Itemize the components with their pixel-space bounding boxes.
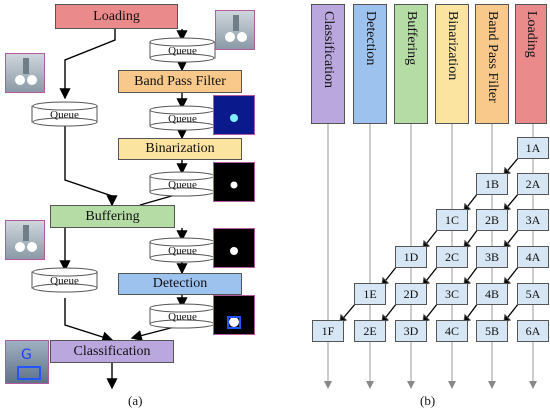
queue-label-left-2: Queue <box>50 275 79 287</box>
pipeline-cell: 5B <box>476 320 508 342</box>
pipeline-cell: 2E <box>354 320 386 342</box>
pipeline-cell: 2A <box>517 173 549 195</box>
column-loading-label: Loading <box>524 11 539 58</box>
pipeline-cell: 3D <box>395 320 427 342</box>
pipeline-cell: 1F <box>312 320 344 342</box>
bandpass-output-thumbnail <box>213 95 255 135</box>
queue-label-2: Queue <box>168 113 197 125</box>
sign-photo-thumbnail-left <box>5 53 45 93</box>
queue-label-4: Queue <box>168 245 197 257</box>
classified-sign-thumbnail: G <box>5 340 49 384</box>
sign-photo-thumbnail-buffer <box>5 220 45 260</box>
pipeline-cell: 1C <box>436 209 468 231</box>
stage-classification: Classification <box>50 340 174 363</box>
queue-cylinders <box>31 37 216 329</box>
pipeline-cell: 3A <box>517 209 549 231</box>
pipeline-cell: 3C <box>436 283 468 305</box>
column-bandpass-label: Band Pass Filter <box>485 11 500 103</box>
stage-detection: Detection <box>118 273 242 295</box>
timeline-arrowhead <box>488 381 496 389</box>
timeline-arrowhead <box>407 381 415 389</box>
column-binarization-label: Binarization <box>445 11 460 81</box>
timeline-arrowhead <box>448 381 456 389</box>
stage-loading-label: Loading <box>93 8 140 24</box>
column-bandpass: Band Pass Filter <box>475 4 509 124</box>
sign-photo-thumbnail <box>215 10 255 50</box>
svg-text:G: G <box>21 347 32 363</box>
pipeline-cell: 4B <box>476 283 508 305</box>
panel-a-caption: (a) <box>128 393 143 408</box>
panel-b-caption: (b) <box>420 393 436 408</box>
stage-binarization: Binarization <box>118 138 242 160</box>
timeline-arrowhead <box>324 381 332 389</box>
timeline-arrowhead <box>366 381 374 389</box>
stage-binarization-label: Binarization <box>145 141 215 156</box>
pipeline-cell: 2C <box>436 246 468 268</box>
stage-classification-label: Classification <box>73 343 151 359</box>
stage-detection-label: Detection <box>152 276 208 291</box>
stage-bandpass: Band Pass Filter <box>118 70 242 93</box>
queue-label-5: Queue <box>168 311 197 323</box>
stage-bandpass-label: Band Pass Filter <box>134 73 226 89</box>
column-classification-label: Classification <box>321 11 336 88</box>
pipeline-cell: 3B <box>476 246 508 268</box>
pipeline-cell: 2B <box>476 209 508 231</box>
pipeline-cell: 1D <box>395 246 427 268</box>
stage-buffering-label: Buffering <box>85 208 140 224</box>
pipeline-cell: 1E <box>354 283 386 305</box>
pipeline-cell: 6A <box>517 320 549 342</box>
column-detection-label: Detection <box>363 11 378 66</box>
stage-loading: Loading <box>55 4 178 29</box>
pipeline-cell: 5A <box>517 283 549 305</box>
queue-label-1: Queue <box>168 45 197 57</box>
pipeline-cell: 2D <box>395 283 427 305</box>
timeline-arrowhead <box>529 381 537 389</box>
binary-mask-thumbnail <box>213 162 255 202</box>
detection-output-thumbnail <box>213 295 255 335</box>
pipeline-cell: 1A <box>517 137 549 159</box>
stage-buffering: Buffering <box>50 205 175 228</box>
pipeline-cell: 1B <box>476 173 508 195</box>
column-binarization: Binarization <box>435 4 469 124</box>
pipeline-cell: 4C <box>436 320 468 342</box>
column-buffering-label: Buffering <box>404 11 419 66</box>
queue-label-left-1: Queue <box>50 109 79 121</box>
column-classification: Classification <box>311 4 345 124</box>
column-loading: Loading <box>515 4 547 124</box>
queue-label-3: Queue <box>168 179 197 191</box>
binary-mask-thumbnail-2 <box>213 228 255 268</box>
column-detection: Detection <box>353 4 387 124</box>
column-buffering: Buffering <box>394 4 428 124</box>
pipeline-cell: 4A <box>517 246 549 268</box>
